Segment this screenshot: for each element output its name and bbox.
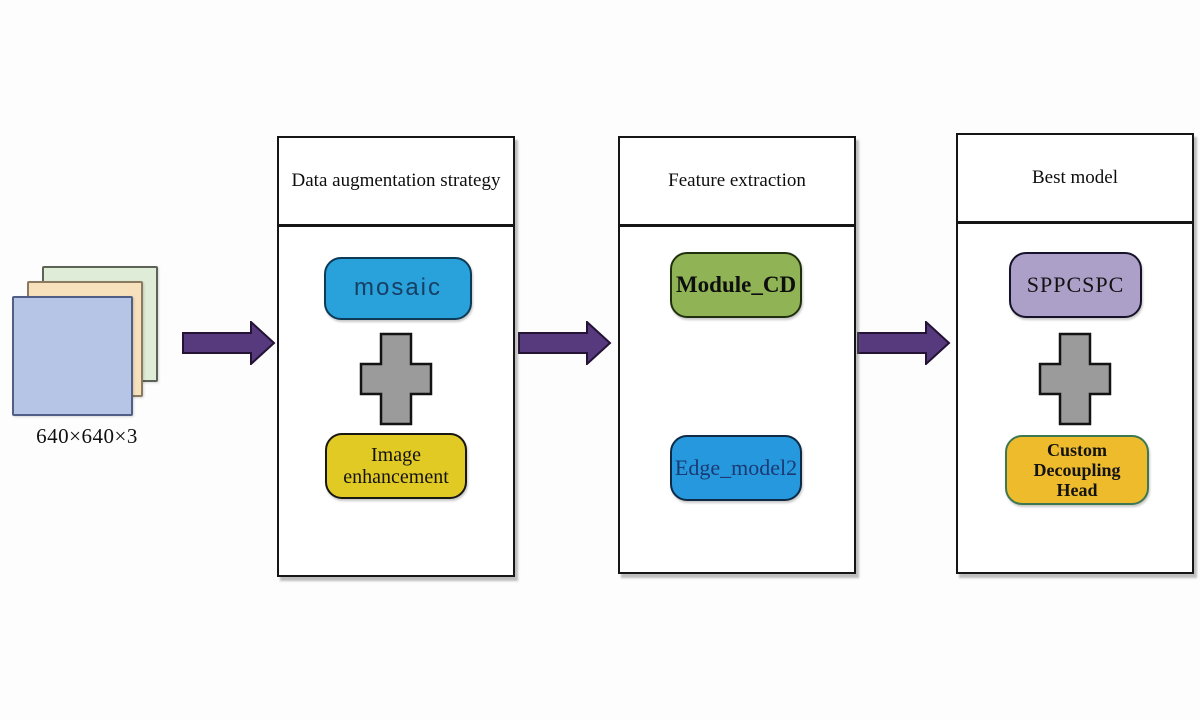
right-arrow-icon bbox=[182, 321, 276, 365]
node-module-cd: Module_CD bbox=[670, 252, 802, 318]
panel-title: Best model bbox=[958, 135, 1192, 224]
flow-arrow-1 bbox=[181, 321, 276, 365]
panel-feature-extraction: Feature extraction Module_CD Edge_model2 bbox=[618, 136, 856, 574]
panel-title: Feature extraction bbox=[620, 138, 854, 227]
node-edge-model2: Edge_model2 bbox=[670, 435, 802, 501]
plus-icon bbox=[359, 332, 433, 426]
panel-title: Data augmentation strategy bbox=[279, 138, 513, 227]
image-layer-front bbox=[12, 296, 133, 416]
node-sppcspc: SPPCSPC bbox=[1009, 252, 1142, 318]
right-arrow-icon bbox=[518, 321, 612, 365]
node-image-enhancement: Image enhancement bbox=[325, 433, 467, 499]
node-custom-decoupling-head: Custom Decoupling Head bbox=[1005, 435, 1149, 505]
right-arrow-icon bbox=[857, 321, 951, 365]
panel-data-augmentation: Data augmentation strategy mosaic Image … bbox=[277, 136, 515, 577]
flow-arrow-2 bbox=[517, 321, 612, 365]
input-dimension-label: 640×640×3 bbox=[36, 424, 138, 448]
flow-arrow-3 bbox=[856, 321, 951, 365]
plus-icon bbox=[1038, 332, 1112, 426]
node-mosaic: mosaic bbox=[324, 257, 472, 320]
panel-best-model: Best model SPPCSPC Custom Decoupling Hea… bbox=[956, 133, 1194, 574]
